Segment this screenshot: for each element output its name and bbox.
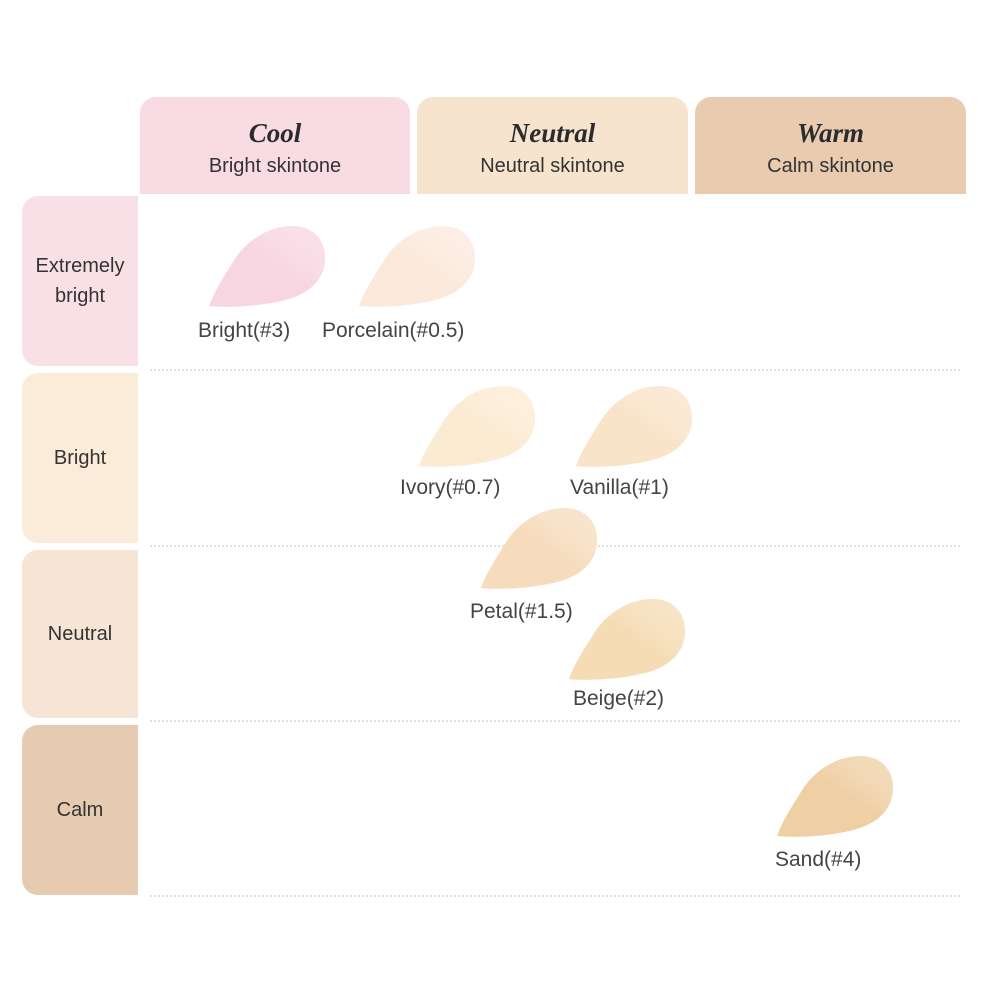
swatch-label: Beige(#2) xyxy=(573,687,665,710)
column-subtitle: Calm skintone xyxy=(767,155,894,177)
swatch-blob-highlight xyxy=(777,756,894,837)
swatch-beige-2 xyxy=(569,599,686,680)
swatch-porcelain-0-5 xyxy=(359,226,476,307)
row-divider xyxy=(150,895,960,897)
swatch-blob-highlight xyxy=(576,386,693,467)
swatch-label: Petal(#1.5) xyxy=(470,600,573,623)
swatch-label: Bright(#3) xyxy=(198,319,291,342)
swatch-blob-highlight xyxy=(359,226,476,307)
column-header-warm: Warm Calm skintone xyxy=(695,97,966,194)
column-title: Cool xyxy=(248,118,302,148)
column-header-neutral: Neutral Neutral skintone xyxy=(417,97,688,194)
column-title: Neutral xyxy=(509,118,596,148)
swatch-sand-4 xyxy=(777,756,894,837)
column-subtitle: Neutral skintone xyxy=(480,155,625,177)
row-label: Bright xyxy=(53,447,107,469)
row-header-bright: Bright xyxy=(22,373,138,543)
column-header-cool: Cool Bright skintone xyxy=(140,97,410,194)
swatch-ivory-0-7 xyxy=(419,386,536,467)
swatch-blob-highlight xyxy=(209,226,326,307)
swatch-vanilla-1 xyxy=(576,386,693,467)
row-divider xyxy=(150,369,960,371)
swatch-blob-highlight xyxy=(419,386,536,467)
row-label: Neutral xyxy=(47,623,113,645)
swatch-label: Sand(#4) xyxy=(775,848,862,871)
swatch-label: Ivory(#0.7) xyxy=(400,476,501,499)
swatch-label: Porcelain(#0.5) xyxy=(322,319,465,342)
row-header-neutral: Neutral xyxy=(22,550,138,718)
row-header-extremely-bright: Extremely bright xyxy=(22,196,138,366)
row-label: Calm xyxy=(56,799,104,821)
swatch-label: Vanilla(#1) xyxy=(570,476,669,499)
swatch-petal-1-5 xyxy=(481,508,598,589)
row-divider xyxy=(150,720,960,722)
row-label: Extremely bright xyxy=(35,255,125,307)
swatch-blob-highlight xyxy=(569,599,686,680)
column-title: Warm xyxy=(796,118,864,148)
swatch-blob-highlight xyxy=(481,508,598,589)
swatch-bright-3 xyxy=(209,226,326,307)
column-subtitle: Bright skintone xyxy=(208,155,342,177)
row-header-calm: Calm xyxy=(22,725,138,895)
